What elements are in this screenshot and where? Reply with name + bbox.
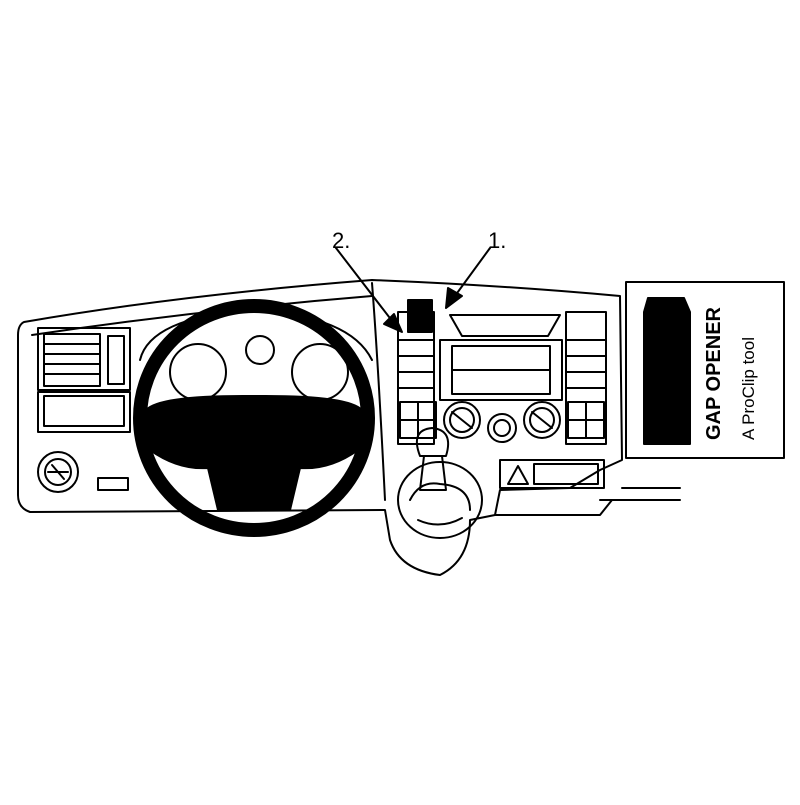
gear-shifter <box>397 427 483 539</box>
tool-panel-title: GAP OPENER <box>703 306 725 440</box>
arrow-2-head <box>383 313 403 333</box>
gap-opener-tool-icon <box>643 297 691 445</box>
mount-clip-2 <box>407 299 433 333</box>
hazard-panel <box>499 459 605 489</box>
tool-panel-subtitle: A ProClip tool <box>739 337 758 440</box>
left-air-vent <box>37 327 131 433</box>
gap-opener-panel: GAP OPENER A ProClip tool <box>625 281 785 459</box>
steering-wheel <box>133 299 375 537</box>
light-switch-knob <box>37 451 79 493</box>
instrument-cluster <box>139 309 373 401</box>
center-console <box>397 311 607 445</box>
mount-markers <box>335 247 491 333</box>
arrow-1-head <box>445 287 463 309</box>
callout-label-1: 1. <box>488 228 506 253</box>
climate-knobs <box>443 401 561 443</box>
small-switch <box>97 477 129 491</box>
callout-label-2: 2. <box>332 228 350 253</box>
